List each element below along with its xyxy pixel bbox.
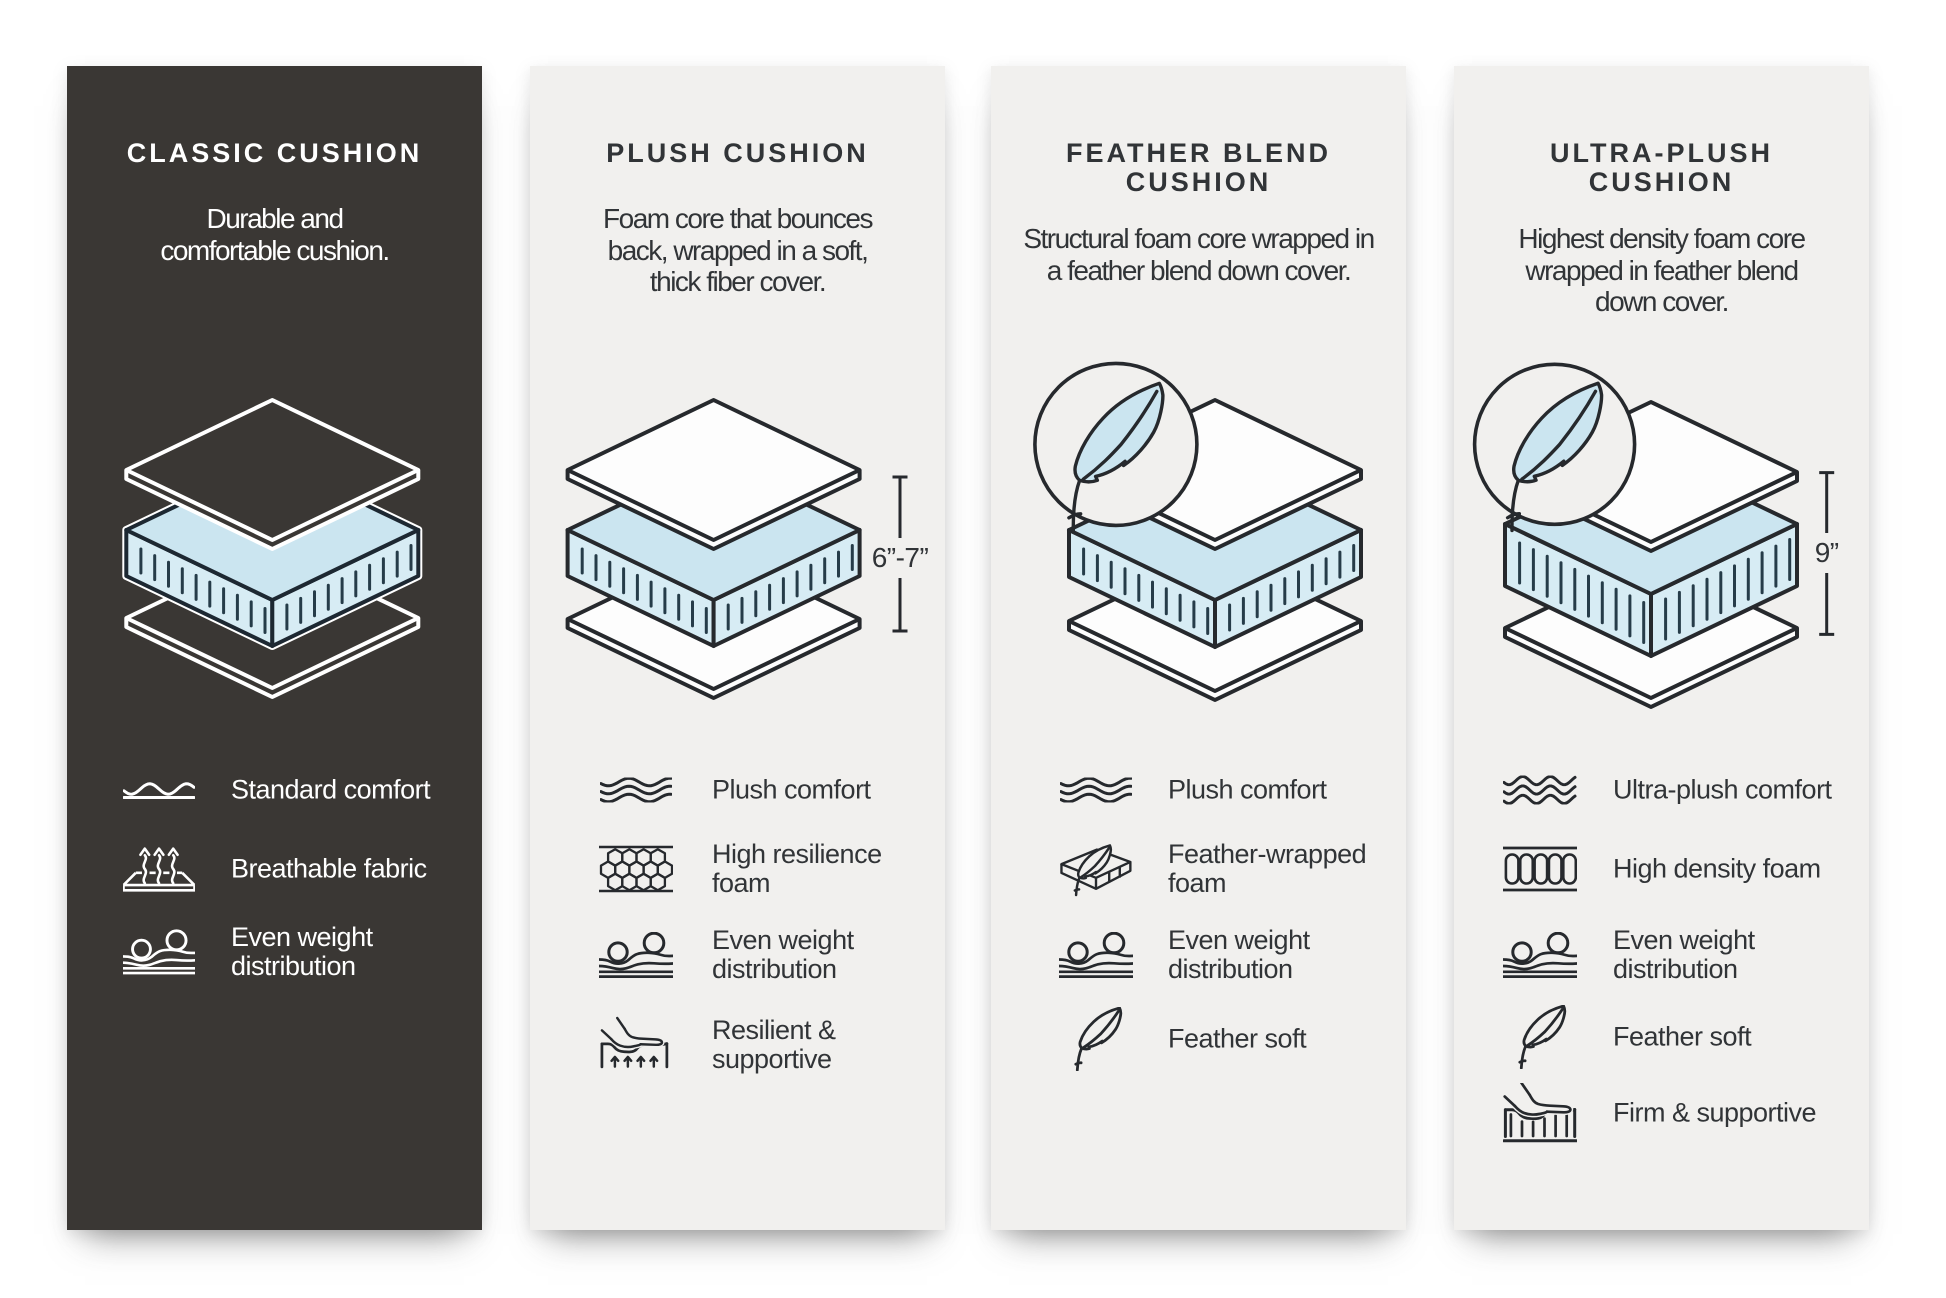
- cushion-layers-illustration: [991, 360, 1406, 740]
- feature-list: Standard comfort Breathable fabric Even …: [67, 66, 482, 1230]
- feature-label: Plush comfort: [1168, 774, 1327, 805]
- thickness-label: 9”: [1814, 537, 1839, 568]
- feather-soft-icon: [1059, 1007, 1133, 1071]
- feature-label: Even weight distribution: [1168, 925, 1310, 984]
- even-weight-distribution-icon: [1503, 932, 1577, 978]
- ultra-plush-comfort-waves-icon: [1503, 776, 1577, 805]
- breathable-fabric-icon: [123, 845, 195, 893]
- even-weight-distribution-icon: [1059, 932, 1133, 978]
- feature-label: Plush comfort: [712, 774, 871, 805]
- feather-badge-icon: [1472, 362, 1637, 533]
- panel-title: ULTRA-PLUSH CUSHION: [1550, 138, 1773, 197]
- feature-label: High density foam: [1613, 853, 1821, 884]
- top-cover-layer: [124, 398, 421, 551]
- top-cover-layer: [565, 398, 862, 551]
- feature-label: Even weight distribution: [231, 922, 373, 981]
- high-resilience-foam-icon: [599, 846, 673, 893]
- feature-label: Feather-wrapped foam: [1168, 839, 1367, 898]
- feature-label: Firm & supportive: [1613, 1097, 1817, 1128]
- panel-title: FEATHER BLEND CUSHION: [1066, 138, 1331, 197]
- panel-description: Structural foam core wrapped in a feathe…: [1023, 223, 1375, 286]
- feature-label: Feather soft: [1613, 1021, 1752, 1052]
- panel-plush-cushion: PLUSH CUSHION Foam core that bounces bac…: [530, 66, 945, 1230]
- even-weight-distribution-icon: [599, 932, 673, 978]
- feather-badge-icon: [1033, 361, 1199, 533]
- panel-classic-cushion: CLASSIC CUSHION Durable and comfortable …: [67, 66, 482, 1230]
- feather-wrapped-foam-icon: [1059, 839, 1133, 899]
- thickness-dimension-indicator: [1819, 471, 1835, 636]
- panel-description: Foam core that bounces back, wrapped in …: [603, 203, 873, 298]
- feature-list: Ultra-plush comfort High density foam Ev…: [1454, 66, 1869, 1230]
- standard-comfort-wave-icon: [123, 781, 195, 799]
- thickness-label: 6”-7”: [871, 542, 929, 573]
- feature-label: High resilience foam: [712, 839, 882, 898]
- feature-label: Even weight distribution: [712, 925, 854, 984]
- feature-list: Plush comfort Feather-wrapped foam Even …: [991, 66, 1406, 1230]
- panel-ultra-plush-cushion: ULTRA-PLUSH CUSHION Highest density foam…: [1454, 66, 1869, 1230]
- panel-feather-blend-cushion: FEATHER BLEND CUSHION Structural foam co…: [991, 66, 1406, 1230]
- feature-label: Standard comfort: [231, 774, 431, 805]
- panel-description: Durable and comfortable cushion.: [160, 203, 390, 266]
- cushion-layers-illustration: [1454, 360, 1869, 740]
- plush-comfort-waves-icon: [599, 778, 673, 803]
- panel-title: PLUSH CUSHION: [606, 138, 869, 168]
- cushion-layers-illustration: [67, 360, 482, 740]
- thickness-dimension-indicator: [892, 475, 908, 633]
- feather-soft-icon: [1503, 1005, 1577, 1069]
- feature-label: Ultra-plush comfort: [1613, 774, 1832, 805]
- cushion-layers-illustration: [530, 360, 945, 740]
- panel-title: CLASSIC CUSHION: [126, 138, 423, 168]
- feature-label: Feather soft: [1168, 1023, 1307, 1054]
- feature-label: Resilient & supportive: [712, 1015, 836, 1074]
- feature-list: Plush comfort High resilience foam Even …: [530, 66, 945, 1230]
- high-density-foam-icon: [1503, 847, 1577, 892]
- plush-comfort-waves-icon: [1059, 778, 1133, 803]
- panel-description: Highest density foam core wrapped in fea…: [1518, 223, 1806, 318]
- feature-label: Breathable fabric: [231, 853, 427, 884]
- firm-supportive-icon: [1503, 1083, 1577, 1143]
- feature-label: Even weight distribution: [1613, 925, 1755, 984]
- resilient-supportive-icon: [599, 1016, 673, 1075]
- even-weight-distribution-icon: [123, 929, 195, 975]
